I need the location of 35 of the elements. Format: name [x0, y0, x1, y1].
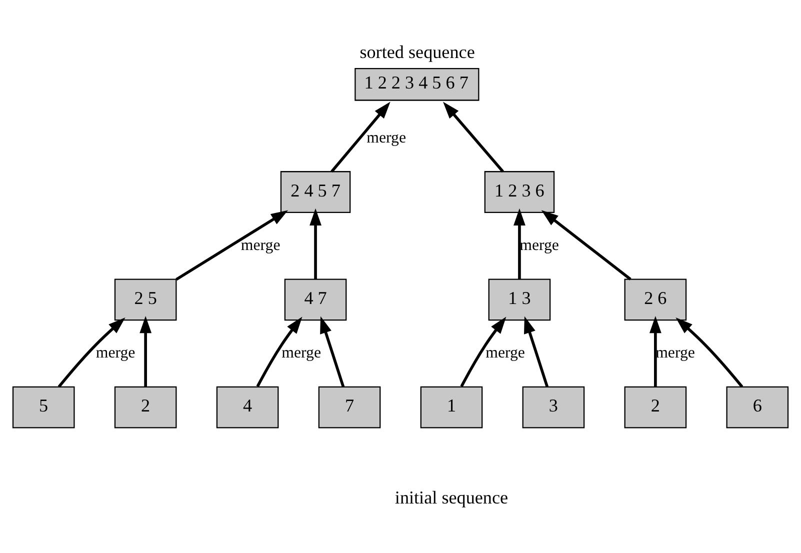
arrow [330, 101, 390, 172]
node-box: 2 6 [624, 278, 687, 320]
node-box: 5 [12, 386, 75, 428]
arrow [58, 317, 126, 388]
edge-label: merge [486, 344, 525, 362]
arrow [541, 210, 632, 280]
arrow [140, 316, 152, 386]
node-box: 2 4 5 7 [280, 170, 351, 212]
arrow [320, 316, 345, 387]
label: initial sequence [394, 486, 508, 507]
arrow [524, 316, 549, 387]
arrow [256, 316, 302, 387]
edge-label: merge [240, 236, 280, 254]
arrow [514, 208, 526, 279]
node-box: 2 [624, 386, 687, 428]
edge-label: merge [282, 344, 322, 362]
node-box: 3 [522, 386, 585, 428]
arrow [460, 316, 506, 387]
node-box: 6 [726, 386, 789, 428]
node-box: 1 [420, 386, 483, 428]
node-label: sorted sequence [360, 42, 475, 62]
arrow [176, 210, 288, 280]
edge-label: merge [96, 344, 136, 362]
node-box: 4 7 [284, 278, 347, 320]
arrow [310, 208, 322, 279]
node-box: 7 [318, 386, 381, 428]
node-box: 1 3 [488, 278, 551, 320]
node-box: 1 2 3 6 [484, 170, 555, 212]
node-box: 2 5 [114, 278, 177, 320]
arrow [676, 317, 744, 388]
edge-label: merge [366, 128, 406, 146]
node-box: 4 [216, 386, 279, 428]
arrow [442, 101, 504, 172]
node-box: 2 [114, 386, 177, 428]
arrow [649, 316, 662, 386]
